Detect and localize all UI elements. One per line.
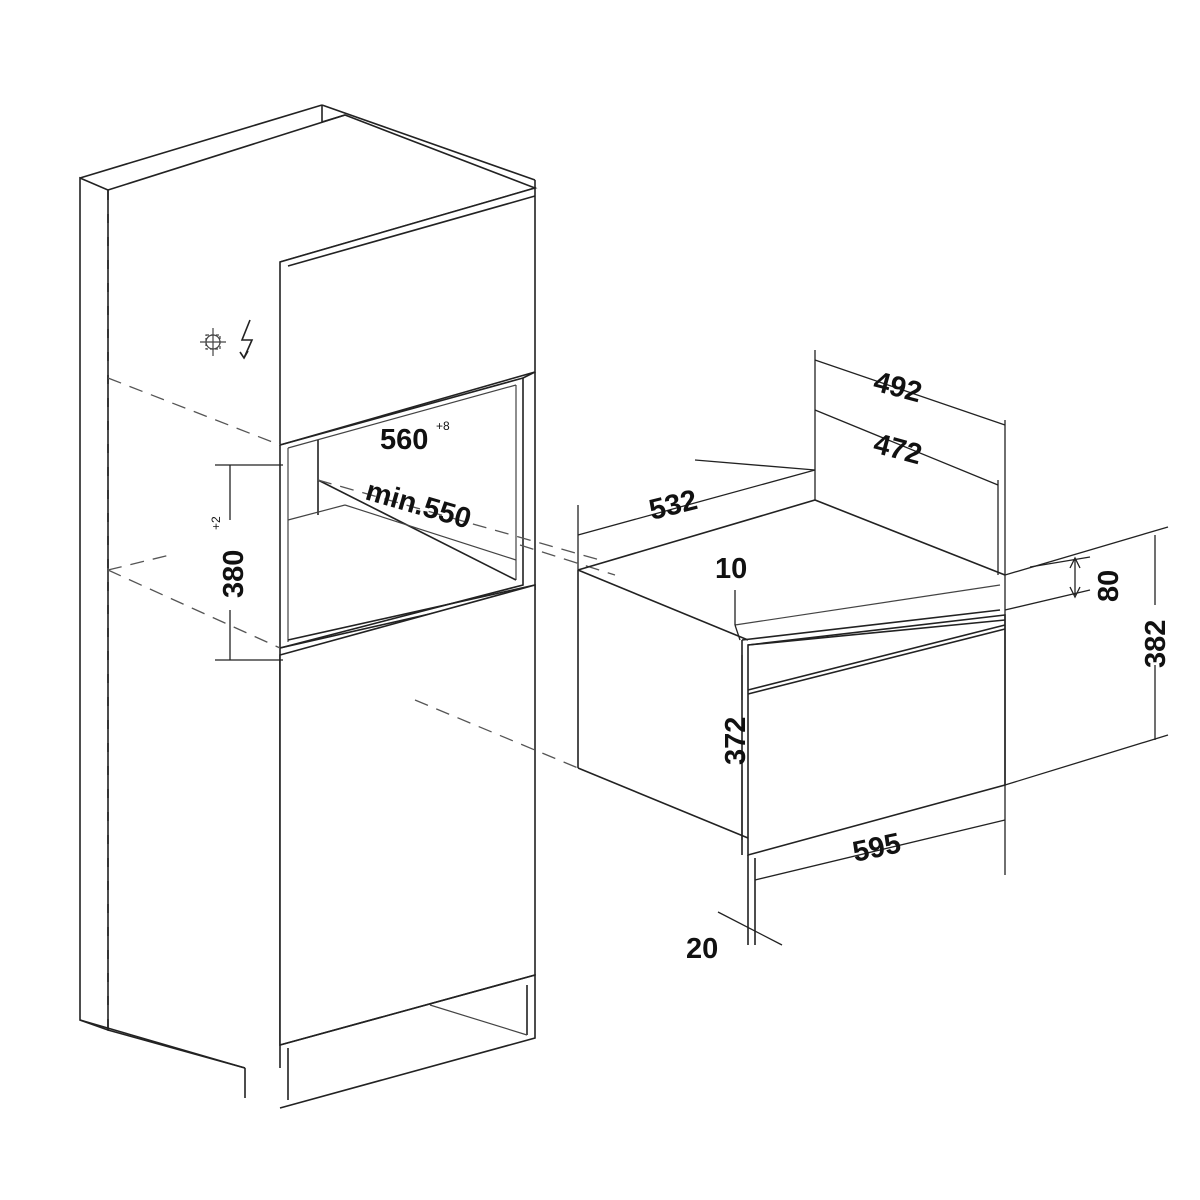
body-height-label: 372 (720, 717, 752, 765)
fascia-label: 80 (1093, 570, 1125, 602)
lightning-icon (239, 319, 254, 360)
tall-cabinet (79, 104, 616, 1109)
niche-height-label: 380 (218, 550, 250, 598)
lower-door (279, 583, 536, 1047)
niche-depth-label: min.550 (362, 475, 475, 536)
drawer-body-top (577, 499, 1006, 576)
niche-width-tolerance: +8 (436, 419, 450, 433)
niche-opening (279, 376, 524, 649)
top-width-label: 492 (870, 366, 925, 409)
depth-label: 532 (646, 484, 701, 527)
gap-label: 10 (715, 553, 747, 585)
warming-drawer: 492 472 532 10 80 382 372 595 20 (577, 350, 1172, 965)
drawer-front (747, 614, 1006, 857)
electrical-connection-icon (200, 328, 226, 356)
niche-height-tolerance: +2 (209, 516, 223, 530)
front-width-label: 595 (850, 827, 904, 868)
overall-height-label: 382 (1140, 620, 1172, 668)
niche-width-label: 560 (380, 424, 428, 456)
front-thickness-label: 20 (686, 933, 718, 965)
inner-width-label: 472 (870, 428, 925, 471)
cabinet-left-side (107, 190, 246, 1069)
upper-door (279, 186, 536, 447)
cabinet-left-edge (79, 176, 109, 1032)
